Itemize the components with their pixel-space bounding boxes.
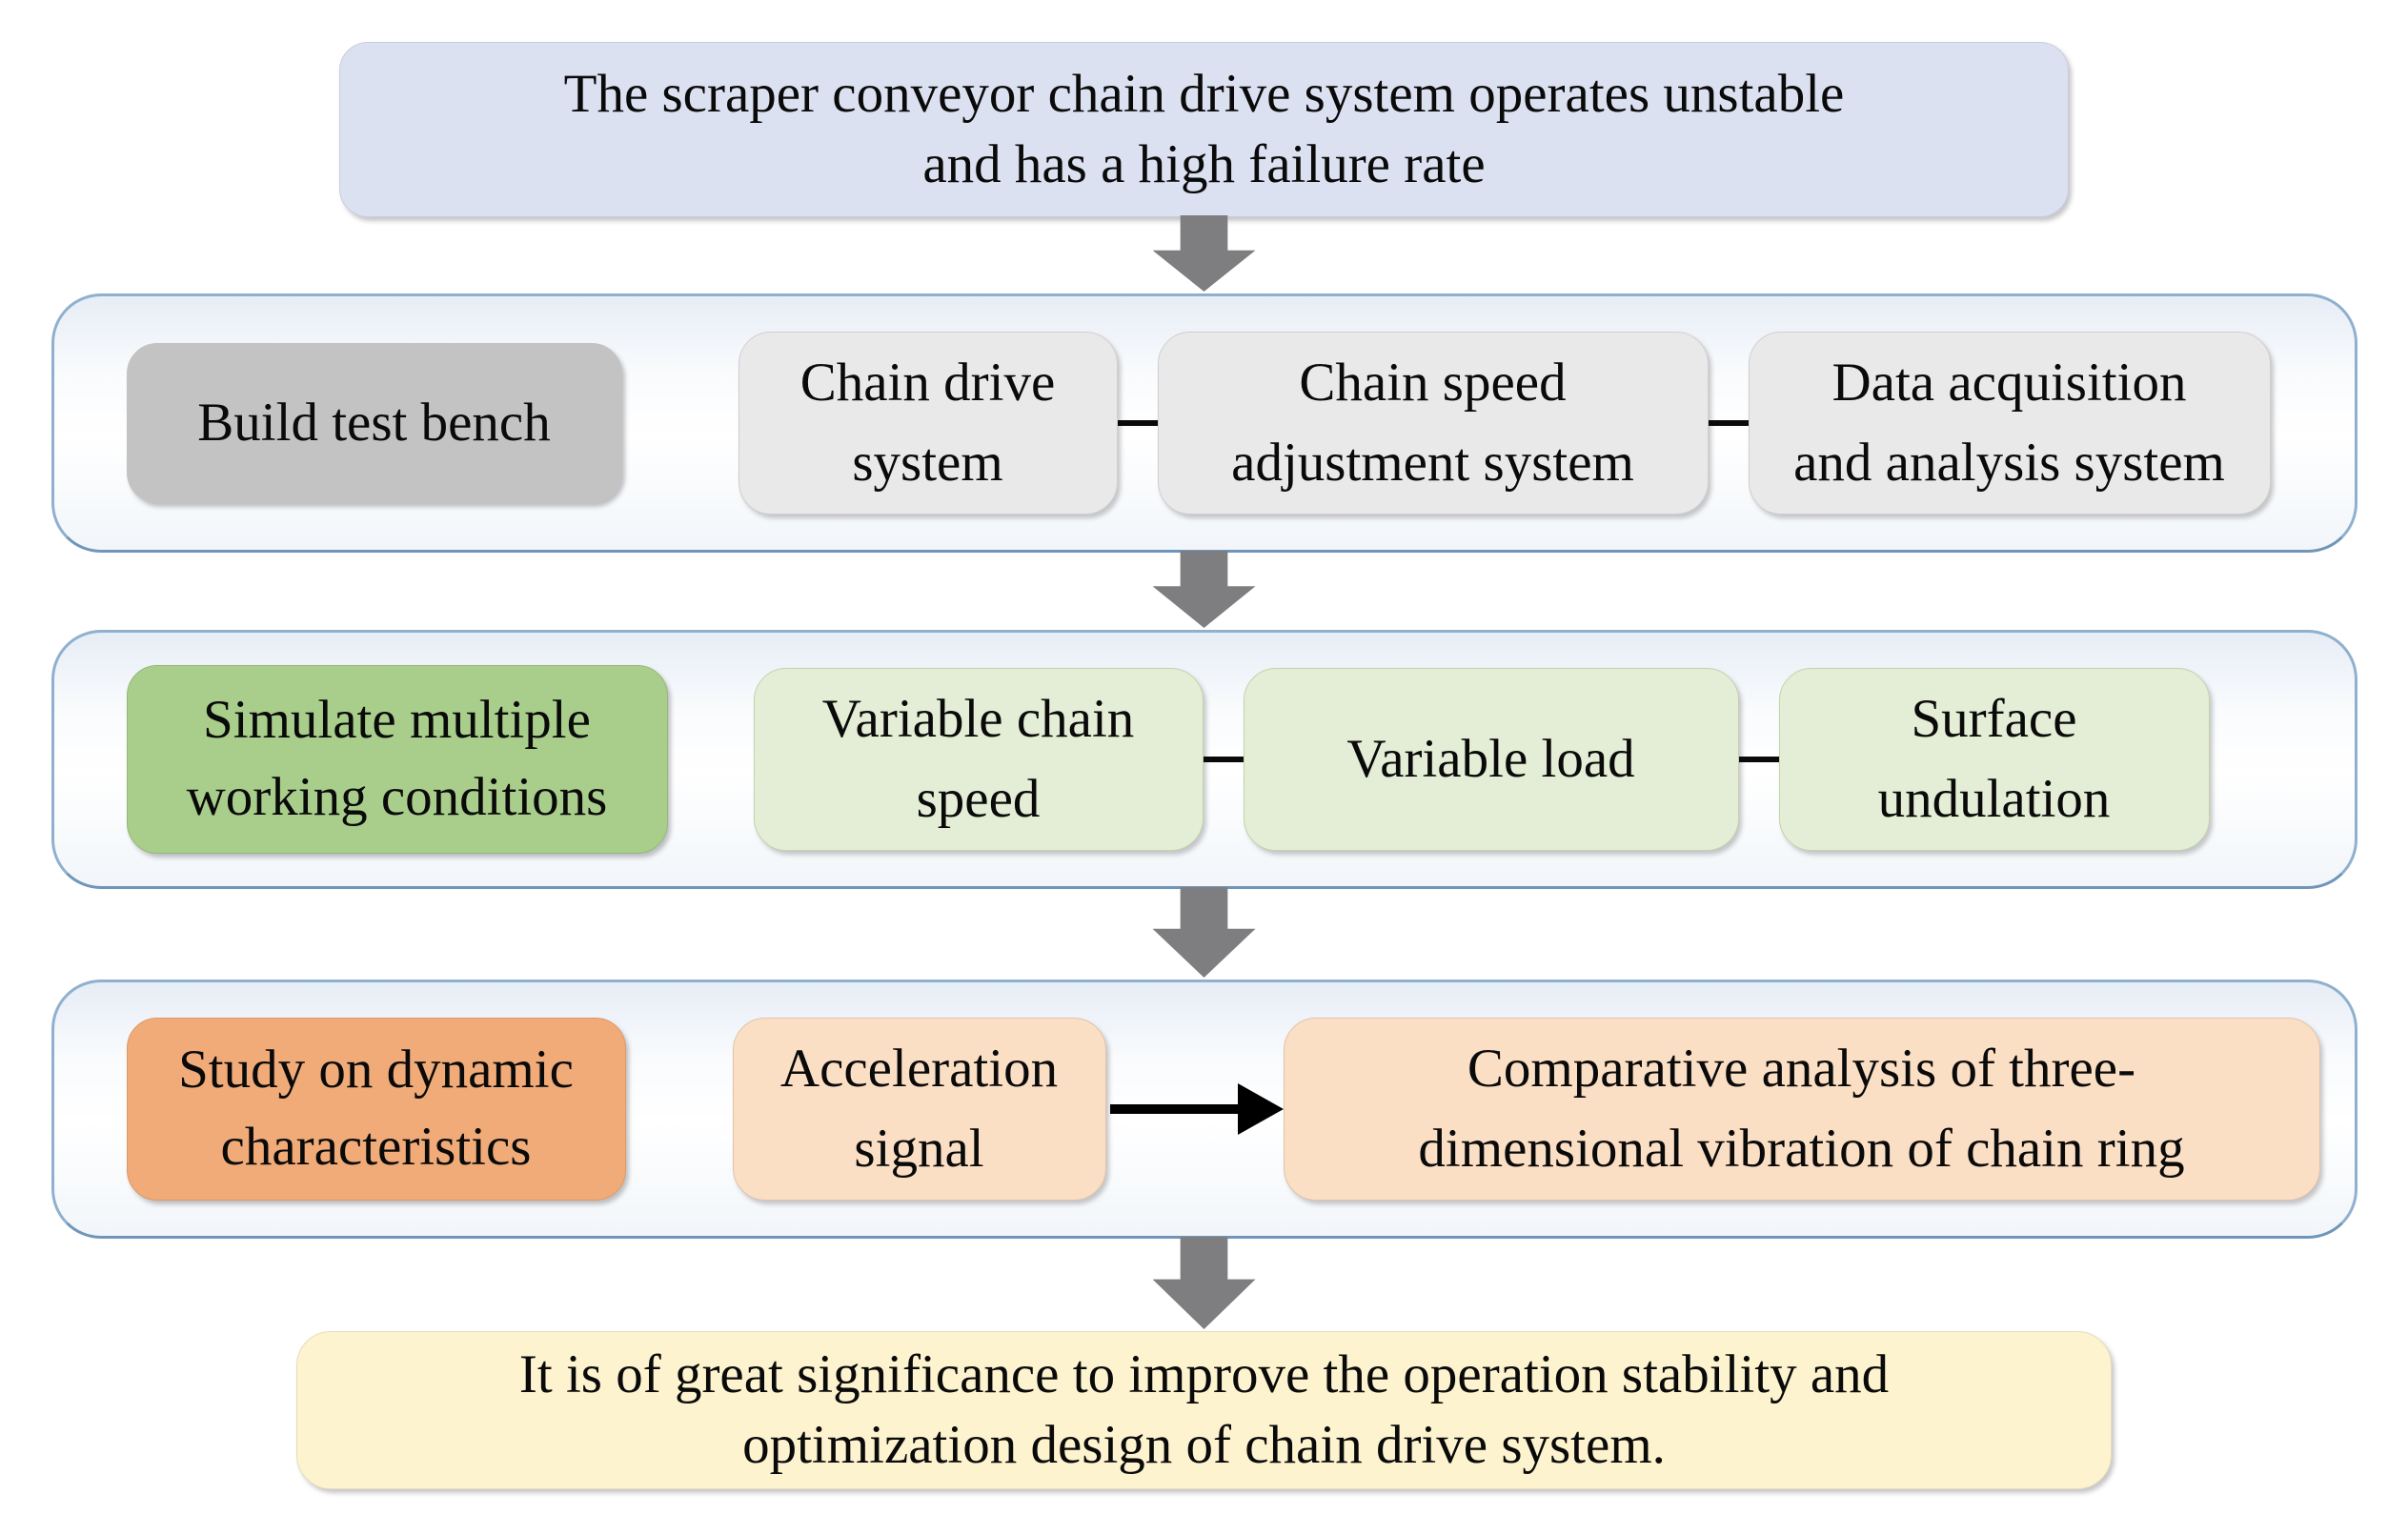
conclusion-box: It is of great significance to improve t… [296, 1331, 2112, 1489]
arrow-gap-4 [1152, 1237, 1256, 1331]
stage-label-build-test-bench: Build test bench [126, 343, 622, 503]
node-variable-load: Variable load [1243, 668, 1739, 851]
problem-statement-box: The scraper conveyor chain drive system … [339, 42, 2069, 217]
connector-line [1738, 757, 1779, 762]
down-arrow-icon [1152, 551, 1256, 628]
connector-line [1708, 420, 1749, 426]
down-arrow-icon [1152, 215, 1256, 292]
down-arrow-icon [1152, 1237, 1256, 1329]
right-arrow-icon [1106, 1066, 1284, 1152]
down-arrow-icon [1152, 887, 1256, 978]
node-comparative-analysis-vibration: Comparative analysis of three-dimensiona… [1283, 1018, 2320, 1201]
arrow-gap-2 [1152, 551, 1256, 630]
arrow-gap-1 [1152, 215, 1256, 293]
arrow-gap-3 [1152, 887, 1256, 980]
connector-line [1117, 420, 1158, 426]
connector-line [1203, 757, 1244, 762]
